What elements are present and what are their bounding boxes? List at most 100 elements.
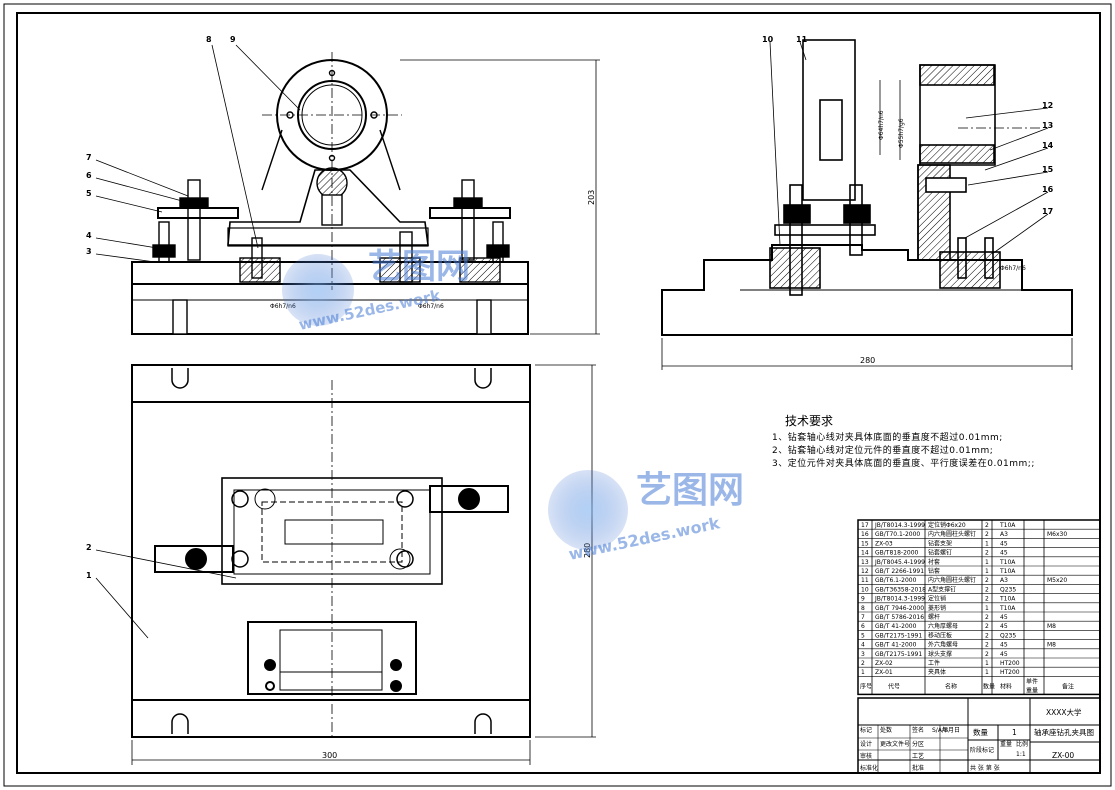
bom-row-code: GB/T 2266-1991 — [875, 568, 924, 575]
bom-row-code: GB/T6.1-2000 — [875, 577, 917, 584]
bom-row-name: 六角厚螺母 — [928, 622, 958, 630]
bom-row-material: T10A — [999, 596, 1016, 603]
bom-row-name: 工件 — [928, 659, 940, 667]
bom-row-code: GB/T 41-2000 — [875, 642, 917, 649]
bom-row-material: T10A — [999, 605, 1016, 612]
bom-row-name: 球头支撑 — [928, 650, 952, 658]
part-label-5: 5 — [86, 189, 92, 198]
bom-row-qty: 2 — [985, 623, 989, 630]
bom-row-material: Q235 — [1000, 586, 1016, 593]
tech-line-1: 1、钻套轴心线对夹具体底面的垂直度不超过0.01mm; — [772, 431, 1003, 443]
bom-row-material: HT200 — [1000, 669, 1020, 676]
bom-row-qty: 1 — [985, 605, 989, 612]
bom-row-qty: 2 — [985, 522, 989, 529]
bom-row-no: 15 — [861, 540, 869, 547]
bom-row-name: 钻套螺钉 — [928, 549, 952, 557]
side-view — [661, 39, 1073, 336]
bom-row-material: T10A — [999, 559, 1016, 566]
bom-row-no: 9 — [861, 596, 865, 603]
bom-row-material: A3 — [1000, 577, 1008, 584]
tech-line-3: 3、定位元件对夹具体底面的垂直度、平行度误差在0.01mm;; — [772, 457, 1035, 469]
tech-line-2: 2、钻套轴心线对定位元件的垂直度不超过0.01mm; — [772, 444, 993, 456]
bom-row-qty: 2 — [985, 586, 989, 593]
bom-row-name: 菱形销 — [928, 604, 946, 612]
qty-label: 数量 — [973, 727, 988, 737]
scale-label: 比例 — [1016, 740, 1028, 748]
fit-label-bore1: Φ64h7/n6 — [878, 110, 885, 140]
tb-row-4: 签名 — [912, 726, 924, 734]
bom-row-qty: 2 — [985, 651, 989, 658]
part-label-3: 3 — [86, 247, 92, 256]
bom-row-name: A型支撑钉 — [928, 585, 956, 593]
top-view-labels: 2 1 300 280 — [86, 543, 592, 760]
drawing-code: ZX-00 — [1052, 751, 1074, 760]
part-label-9: 9 — [230, 35, 236, 44]
watermark-globe-icon — [282, 254, 354, 326]
bom-row-code: GB/T818-2000 — [875, 550, 919, 557]
bom-row-material: 45 — [1000, 623, 1008, 630]
bom-row-no: 2 — [861, 660, 865, 667]
inner-frame — [16, 12, 1101, 774]
fit-label-right: Φ6h7/n6 — [418, 303, 444, 310]
side-view-labels: 10 11 12 13 14 15 16 17 280 Φ64h7/n6 Φ55… — [762, 35, 1054, 365]
bom-row-qty: 1 — [985, 559, 989, 566]
bom-row-qty: 2 — [985, 642, 989, 649]
bom-row-note: M6x30 — [1047, 531, 1067, 538]
side-view-leaders — [661, 41, 1073, 370]
bom-row-code: GB/T36358-2018 — [875, 586, 926, 593]
watermark-1: 艺图网 www.52des.work — [282, 247, 470, 334]
bom-row-no: 7 — [861, 614, 865, 621]
bom-row-code: GB/T2175-1991 — [875, 632, 922, 639]
bom-row-material: 45 — [1000, 651, 1008, 658]
bom-row-no: 16 — [861, 531, 869, 538]
tb-row-10: 批准 — [912, 764, 924, 772]
bom-row-name: 外六角螺母 — [928, 641, 958, 649]
part-label-11: 11 — [796, 35, 808, 44]
part-label-2: 2 — [86, 543, 92, 552]
bom-row-qty: 2 — [985, 596, 989, 603]
school-name: XXXX大学 — [1046, 707, 1082, 717]
sheet-text: 共 张 第 张 — [970, 764, 1000, 772]
tb-row-6: 设计 — [860, 740, 872, 748]
part-label-12: 12 — [1042, 101, 1053, 110]
top-view-leaders — [95, 364, 596, 765]
part-label-4: 4 — [86, 231, 92, 240]
watermark-globe-icon-2 — [548, 470, 628, 550]
watermark-brand-2: 艺图网 — [636, 470, 744, 511]
bom-row-name: 移动压板 — [928, 631, 952, 639]
front-view — [131, 52, 529, 335]
weight-label: 重量 — [1000, 740, 1012, 748]
part-label-8: 8 — [206, 35, 212, 44]
bom-row-name: 钻套 — [928, 567, 940, 575]
bom-row-code: ZX-03 — [875, 540, 893, 547]
bom-row-code: GB/T2175-1991 — [875, 651, 922, 658]
watermark-brand: 艺图网 — [368, 247, 470, 287]
bom-row-no: 4 — [861, 642, 865, 649]
bom-row-no: 5 — [861, 632, 865, 639]
bom-row-material: 45 — [1000, 642, 1008, 649]
fit-label-left: Φ6h7/n6 — [270, 303, 296, 310]
bom-row-qty: 1 — [985, 660, 989, 667]
part-label-15: 15 — [1042, 165, 1054, 174]
bom-row-no: 3 — [861, 651, 865, 658]
bom-row-qty: 2 — [985, 550, 989, 557]
bom-row-material: T10A — [999, 568, 1016, 575]
tb-row-7: 标准化 — [860, 764, 878, 772]
bom-row-qty: 2 — [985, 632, 989, 639]
fit-label-side: Φ6h7/n6 — [1000, 265, 1026, 272]
part-label-7: 7 — [86, 153, 92, 162]
outer-border — [3, 3, 1112, 787]
part-label-10: 10 — [762, 35, 774, 44]
tb-row-5: 年月日 — [942, 726, 960, 734]
tb-row-1: 处数 — [880, 726, 892, 734]
part-label-14: 14 — [1042, 141, 1054, 150]
tb-row-9: 工艺 — [912, 752, 924, 760]
front-view-labels: 8 9 7 6 5 4 3 203 Φ6h7/n6 Φ6h7/n6 — [86, 35, 596, 310]
bom-row-qty: 2 — [985, 531, 989, 538]
bom-row-note: M8 — [1047, 623, 1056, 630]
dim-203: 203 — [587, 190, 596, 205]
bom-row-no: 14 — [861, 550, 869, 557]
bom-row-qty: 1 — [985, 568, 989, 575]
